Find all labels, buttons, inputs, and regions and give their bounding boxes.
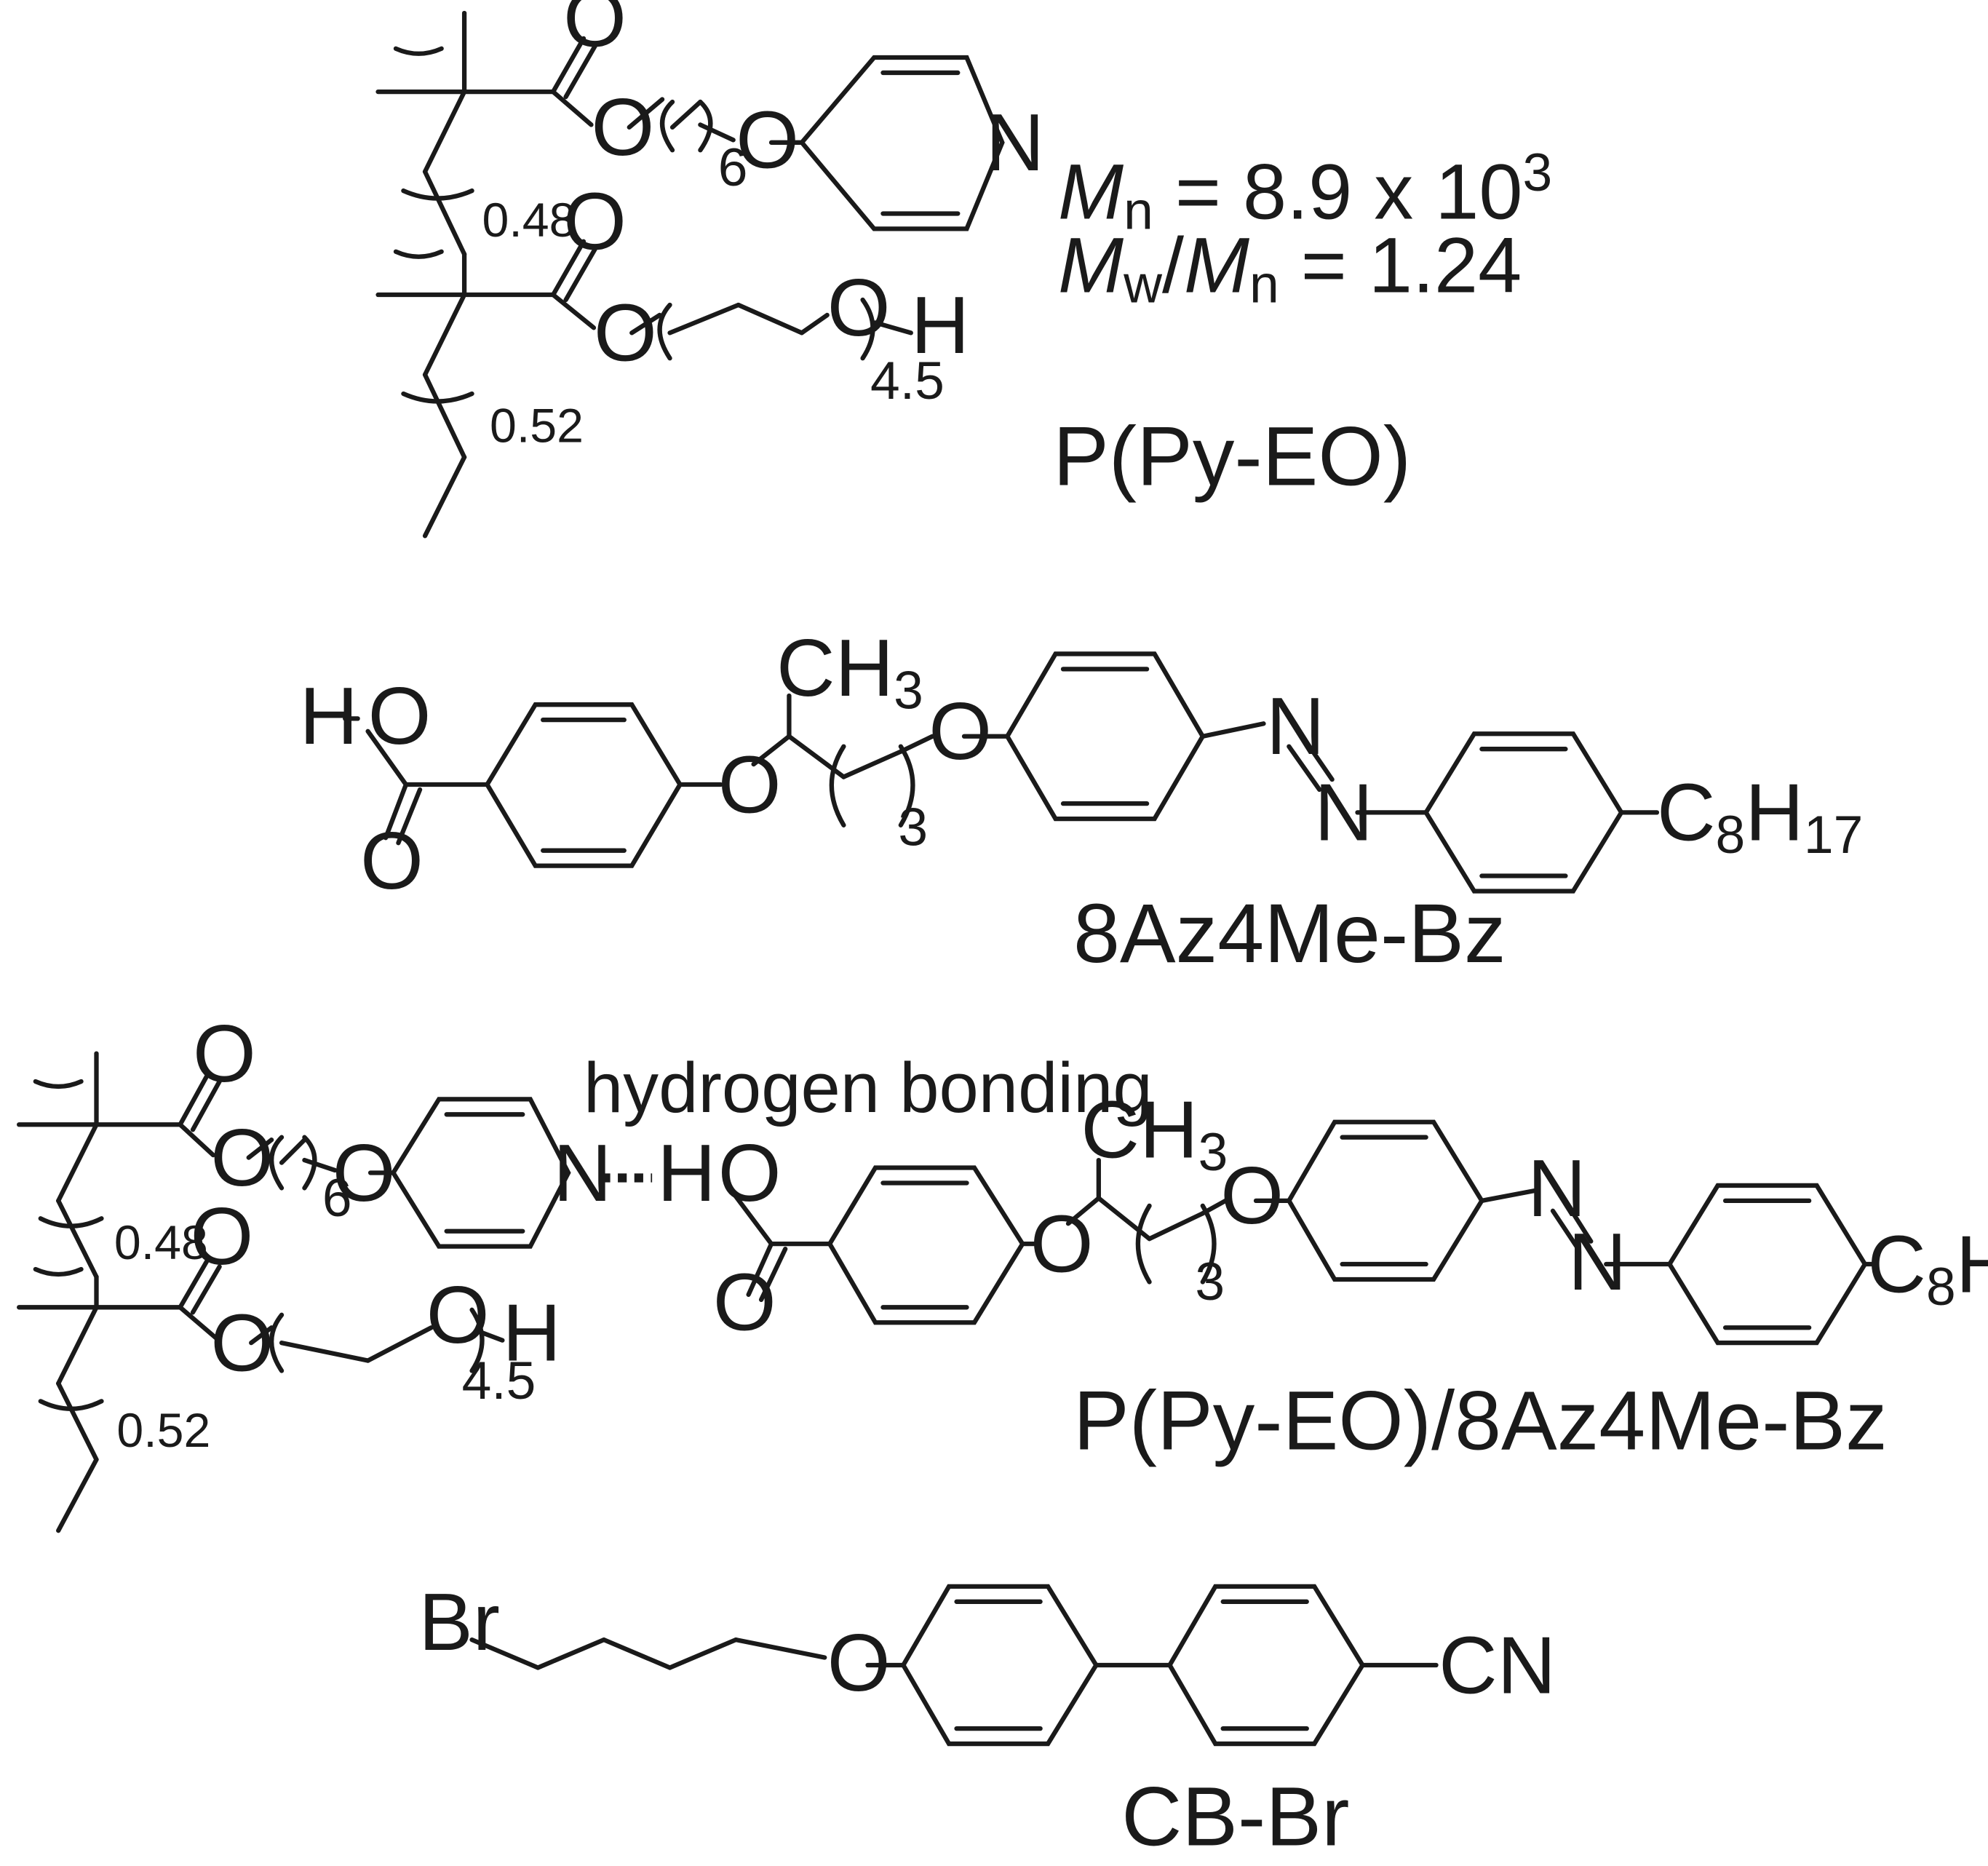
polydispersity-index: Mw/Mn = 1.24 [1058,221,1522,314]
atom-o: O [736,95,799,186]
terminal-hydrogen: H [502,1287,561,1378]
atom-o: O [426,1269,490,1360]
atom-o: O [368,670,432,761]
pyridine-nitrogen: N [553,1127,612,1218]
py-unit-fraction: 0.48 [482,194,576,247]
crosslinker-name: CB-Br [1121,1771,1349,1864]
crosslinker-cb-br-structure: Br O CN CB-Br [418,1576,1556,1863]
nitrile-group: CN [1439,1619,1556,1710]
azo-nitrogen: N [1266,680,1325,771]
spacer-repeat-count: 6 [322,1168,352,1228]
methyl-group: CH3 [776,622,923,720]
eo-repeat-count: 4.5 [462,1351,536,1410]
azo-nitrogen: N [1527,1143,1586,1234]
azo-nitrogen: N [1314,767,1373,858]
atom-o: O [718,739,782,830]
atom-o: O [333,1127,396,1218]
py-unit-fraction: 0.48 [114,1216,208,1270]
complex-name: P(Py-EO)/8Az4Me-Bz [1073,1375,1888,1468]
molecular-weight-mn: Mn = 8.9 x 103 [1058,143,1552,240]
complex-structure: O O 6 O N H O hydrogen bonding 0.48 O O … [17,1008,1988,1533]
methyl-group: CH3 [1081,1084,1228,1182]
polymer-name: P(Py-EO) [1053,410,1411,504]
spacer-repeat-count: 3 [1195,1252,1225,1311]
atom-h: H [657,1127,716,1218]
atom-o: O [563,0,627,63]
terminal-hydrogen: H [911,279,970,370]
octyl-tail: C8H17 [1657,767,1863,865]
atom-o: O [191,1191,254,1282]
atom-o: O [1220,1150,1284,1241]
atom-o: O [718,1127,782,1218]
atom-o: O [713,1257,776,1348]
bromine-atom: Br [418,1576,500,1667]
atom-o: O [827,1617,891,1708]
hydrogen-bonding-label: hydrogen bonding [584,1048,1153,1127]
mesogen-8az4me-bz-structure: H O O O CH3 3 O N N C8H17 8Az4Me-Bz [299,622,1863,980]
atom-o: O [210,1297,274,1388]
azo-nitrogen: N [1568,1216,1627,1307]
polymer-py-eo-structure: O O 6 O N 0.48 O O O H 4.5 0.52 [375,0,1045,539]
atom-o: O [929,686,992,777]
pyridine-nitrogen: N [986,97,1045,188]
spacer-repeat-count: 3 [898,798,928,857]
eo-unit-fraction: 0.52 [116,1404,210,1458]
atom-o: O [827,262,891,353]
atom-o: O [210,1112,274,1203]
polymer-properties: Mn = 8.9 x 103 Mw/Mn = 1.24 P(Py-EO) [1053,143,1552,503]
mesogen-name: 8Az4Me-Bz [1073,887,1506,980]
spacer-repeat-count: 6 [718,138,748,197]
eo-unit-fraction: 0.52 [490,399,584,453]
eo-repeat-count: 4.5 [870,351,945,410]
atom-o: O [360,815,424,906]
atom-o: O [193,1008,256,1099]
octyl-tail: C8H17 [1867,1218,1988,1316]
atom-o: O [563,175,627,266]
atom-o: O [591,82,654,172]
atom-h: H [299,670,358,761]
atom-o: O [594,287,657,378]
atom-o: O [1030,1199,1094,1290]
